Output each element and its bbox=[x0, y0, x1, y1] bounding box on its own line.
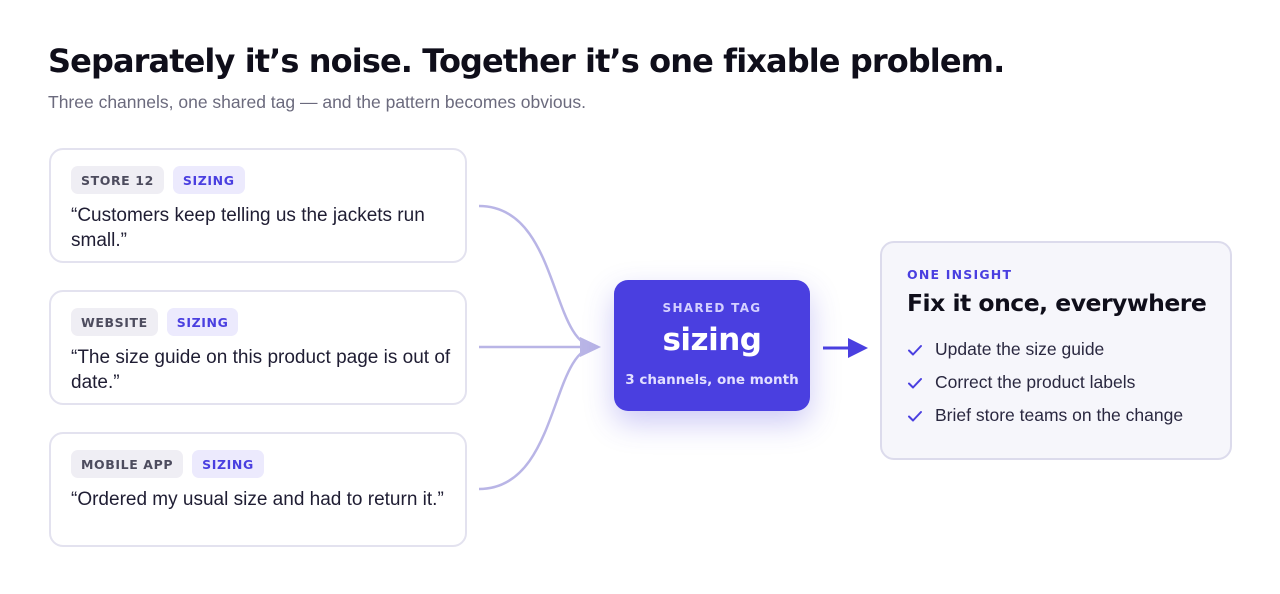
action-item: Correct the product labels bbox=[907, 366, 1230, 399]
hub-kicker: SHARED TAG bbox=[662, 301, 762, 315]
source-badge: WEBSITE bbox=[71, 308, 158, 336]
page-subtitle: Three channels, one shared tag — and the… bbox=[48, 92, 586, 112]
arrow-right-icon bbox=[823, 338, 868, 358]
topic-tag: SIZING bbox=[166, 308, 239, 336]
feedback-card-website: WEBSITE SIZING “The size guide on this p… bbox=[49, 290, 467, 405]
action-item: Brief store teams on the change bbox=[907, 399, 1230, 432]
action-checklist: Update the size guide Correct the produc… bbox=[907, 333, 1230, 432]
check-icon bbox=[908, 410, 922, 421]
feedback-quote: “Ordered my usual size and had to return… bbox=[71, 489, 444, 510]
topic-tag: SIZING bbox=[192, 450, 264, 478]
hub-caption: 3 channels, one month bbox=[625, 372, 799, 388]
insight-title: Fix it once, everywhere bbox=[907, 289, 1207, 317]
feedback-quote: “The size guide on this product page is … bbox=[71, 347, 451, 393]
action-label: Update the size guide bbox=[935, 339, 1105, 359]
shared-tag-hub: SHARED TAG sizing 3 channels, one month bbox=[614, 280, 810, 411]
source-badge: STORE 12 bbox=[71, 166, 164, 194]
hub-tag-value: sizing bbox=[662, 322, 762, 358]
insight-kicker: ONE INSIGHT bbox=[907, 267, 1013, 282]
connector-app bbox=[478, 345, 597, 491]
topic-tag: SIZING bbox=[172, 166, 245, 194]
feedback-quote: “Customers keep telling us the jackets r… bbox=[71, 205, 425, 251]
feedback-card-store: STORE 12 SIZING “Customers keep telling … bbox=[49, 148, 467, 263]
insight-card: ONE INSIGHT Fix it once, everywhere Upda… bbox=[880, 241, 1232, 460]
connector-arrowhead bbox=[580, 337, 601, 357]
connector-store bbox=[478, 204, 597, 349]
action-item: Update the size guide bbox=[907, 333, 1230, 366]
check-icon bbox=[908, 377, 922, 388]
page-title: Separately it’s noise. Together it’s one… bbox=[48, 42, 1005, 80]
source-badge: MOBILE APP bbox=[71, 450, 184, 478]
action-label: Correct the product labels bbox=[935, 372, 1136, 392]
check-icon bbox=[908, 344, 922, 355]
action-label: Brief store teams on the change bbox=[935, 405, 1184, 425]
feedback-card-mobile-app: MOBILE APP SIZING “Ordered my usual size… bbox=[49, 432, 467, 547]
